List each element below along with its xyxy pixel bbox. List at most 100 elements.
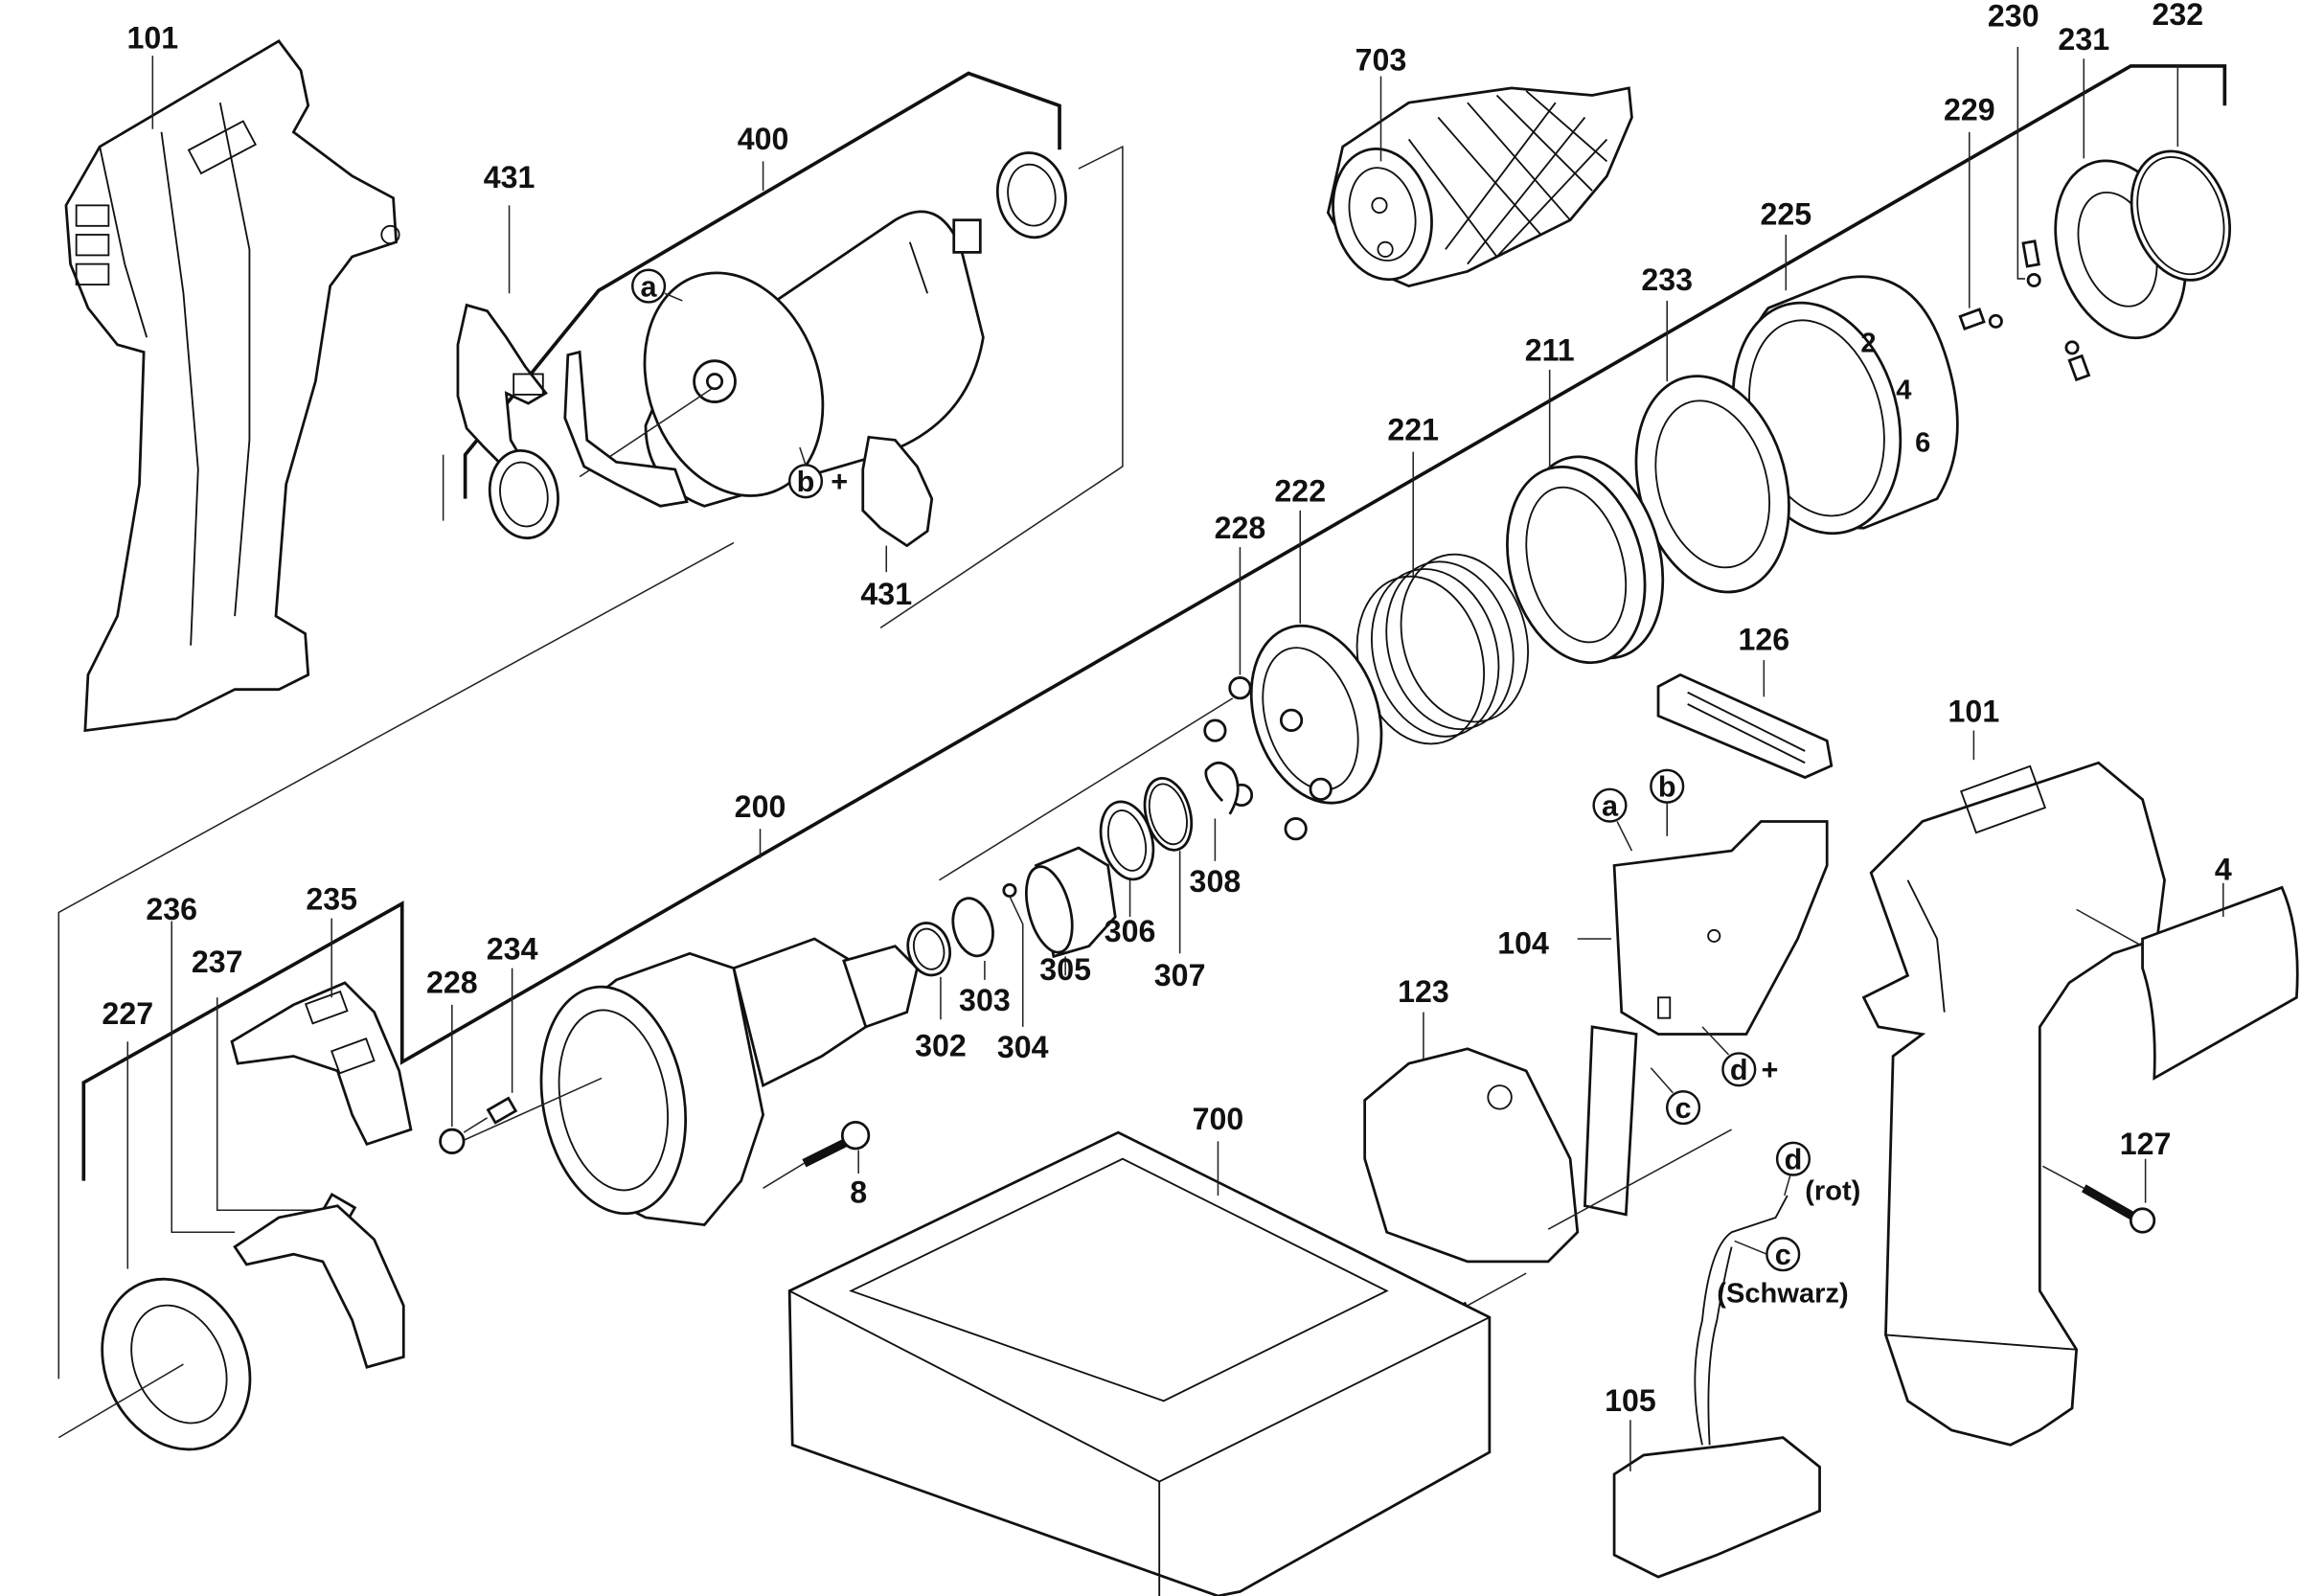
svg-text:+: + xyxy=(831,466,848,498)
part-703-chuck xyxy=(1326,86,1633,288)
label-101-top: 101 xyxy=(126,21,178,56)
svg-text:d: d xyxy=(1730,1054,1748,1086)
part-brush-bracket xyxy=(563,350,689,508)
part-127-screw-right xyxy=(2042,1165,2156,1234)
label-303: 303 xyxy=(959,983,1011,1017)
label-101-right: 101 xyxy=(1948,694,2000,728)
label-127-right: 127 xyxy=(2120,1127,2172,1161)
svg-text:4: 4 xyxy=(1896,376,1912,406)
svg-text:+: + xyxy=(1762,1054,1779,1086)
part-431-brush-holder-lower xyxy=(861,435,934,548)
svg-text:a: a xyxy=(1602,789,1619,822)
label-228-upper: 228 xyxy=(1215,511,1266,545)
part-motor-washer-rear xyxy=(488,449,559,540)
label-126: 126 xyxy=(1738,622,1789,656)
wire-note-red: (rot) xyxy=(1805,1176,1860,1207)
switch-terminal-b: b xyxy=(1650,768,1685,836)
label-236: 236 xyxy=(146,892,197,926)
motor-terminal-b: b + xyxy=(787,446,848,499)
part-4-nameplate xyxy=(2076,885,2299,1081)
svg-text:2: 2 xyxy=(1860,329,1876,359)
svg-text:c: c xyxy=(1775,1239,1791,1271)
svg-text:6: 6 xyxy=(1915,428,1930,459)
label-237: 237 xyxy=(192,945,243,979)
label-306: 306 xyxy=(1105,914,1156,948)
switch-terminal-a: a xyxy=(1592,787,1633,852)
part-222-thrust-washer xyxy=(1249,624,1383,805)
label-8: 8 xyxy=(850,1175,867,1210)
part-431-brush-holder-upper xyxy=(456,303,548,471)
label-234: 234 xyxy=(487,931,538,966)
label-235: 235 xyxy=(306,881,357,916)
part-306-spring xyxy=(1099,800,1155,881)
part-303-washer xyxy=(951,897,994,958)
label-400: 400 xyxy=(738,122,789,156)
part-8-screw xyxy=(763,1121,871,1189)
part-307-washer xyxy=(1143,777,1194,852)
part-234-spring xyxy=(486,1096,518,1125)
wire-note-black: (Schwarz) xyxy=(1717,1279,1848,1310)
bracket-gearbox-200 xyxy=(57,64,2227,1379)
label-200: 200 xyxy=(735,789,786,824)
part-304-ball xyxy=(1002,882,1017,898)
part-700-carrying-case xyxy=(787,1130,1492,1596)
label-703: 703 xyxy=(1356,43,1407,78)
label-225: 225 xyxy=(1760,196,1811,231)
switch-terminal-c: c xyxy=(1650,1067,1701,1126)
svg-text:c: c xyxy=(1675,1092,1692,1125)
label-305: 305 xyxy=(1039,952,1091,987)
wire-terminal-d-red: d (rot) xyxy=(1775,1141,1860,1207)
label-104: 104 xyxy=(1497,925,1549,960)
label-302: 302 xyxy=(915,1029,967,1063)
part-305-sleeve xyxy=(1025,846,1117,959)
label-308: 308 xyxy=(1190,864,1242,899)
label-227: 227 xyxy=(102,996,153,1031)
part-302-spring xyxy=(906,922,951,977)
svg-text:a: a xyxy=(641,270,658,303)
label-221: 221 xyxy=(1387,412,1439,446)
label-228-lower: 228 xyxy=(426,966,478,1000)
part-230-spring-ball xyxy=(2021,239,2041,287)
part-126-direction-slider xyxy=(1656,673,1834,780)
svg-text:d: d xyxy=(1785,1143,1803,1175)
svg-text:b: b xyxy=(1658,770,1676,803)
wire-terminal-c-black: c (Schwarz) xyxy=(1717,1237,1849,1310)
label-105: 105 xyxy=(1605,1383,1656,1418)
part-229-spring-ball xyxy=(1958,308,2091,382)
label-307: 307 xyxy=(1154,958,1206,992)
motor-terminal-a: a xyxy=(631,268,683,304)
part-235-selector-slide xyxy=(230,981,413,1147)
label-222: 222 xyxy=(1274,474,1326,509)
label-211: 211 xyxy=(1525,333,1575,368)
part-211-ring-gear xyxy=(1506,455,1665,665)
label-123: 123 xyxy=(1398,974,1449,1009)
label-231: 231 xyxy=(2058,22,2109,57)
label-233: 233 xyxy=(1641,262,1693,297)
part-101-housing-right xyxy=(1861,761,2166,1447)
part-105-battery-terminal xyxy=(1612,1195,1821,1579)
label-4: 4 xyxy=(2215,853,2232,887)
label-431-upper: 431 xyxy=(484,160,535,194)
part-221-compression-spring xyxy=(1356,553,1530,745)
label-232: 232 xyxy=(2152,0,2203,32)
svg-text:b: b xyxy=(797,466,815,498)
part-101-housing-left xyxy=(64,39,400,733)
part-308-circlip xyxy=(1204,761,1240,815)
label-304: 304 xyxy=(997,1030,1049,1064)
part-232-retaining-ring xyxy=(2130,149,2232,282)
label-229: 229 xyxy=(1944,93,1995,127)
switch-terminal-d: d + xyxy=(1701,1026,1779,1087)
part-123-motor-cover xyxy=(1363,1047,1732,1264)
part-104-switch xyxy=(1583,820,1829,1217)
part-motor-washer-front xyxy=(995,151,1067,239)
bracket-motor-400 xyxy=(442,71,1124,629)
part-228-ball-lower xyxy=(439,1117,488,1154)
part-228-balls-upper xyxy=(939,676,1308,881)
part-227-cover-ring xyxy=(57,1277,252,1451)
part-236-selector xyxy=(233,1204,405,1369)
part-200-gearbox xyxy=(454,937,919,1227)
label-431-lower: 431 xyxy=(860,577,912,611)
label-700: 700 xyxy=(1193,1102,1244,1136)
label-230: 230 xyxy=(1988,0,2039,34)
